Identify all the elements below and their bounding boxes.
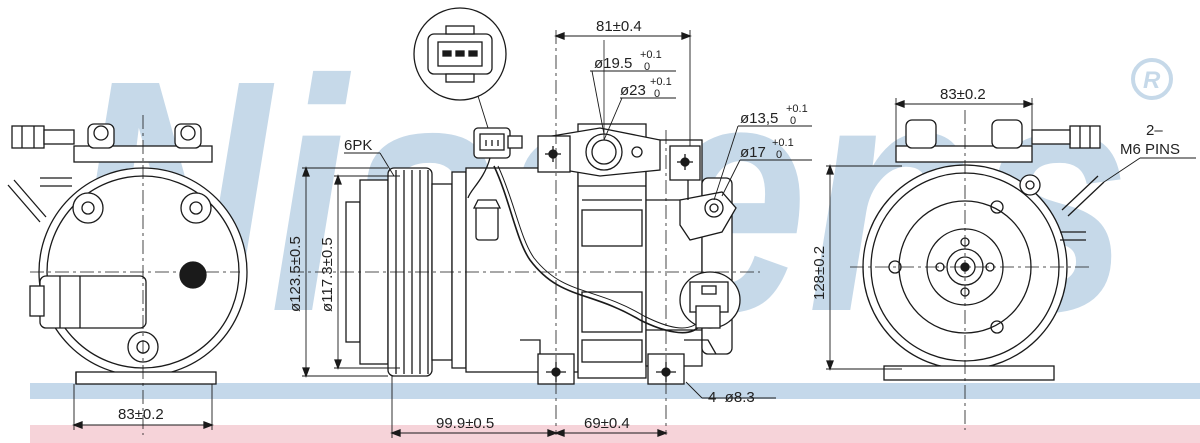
mount-spacing-dim: 69±0.4 <box>584 415 630 432</box>
port-discharge-2-tol: +0.1 <box>772 137 794 149</box>
rear-view <box>826 98 1196 430</box>
mount-holes-label: 4–ø8.3 <box>708 389 755 406</box>
port-suction-2: ø23 <box>620 82 646 99</box>
port-suction-2-tol-low: 0 <box>654 88 660 100</box>
port-suction-1: ø19.5 <box>594 55 632 72</box>
pink-band <box>30 425 1200 443</box>
port-discharge-2-tol-low: 0 <box>776 149 782 161</box>
port-suction-1-tol: +0.1 <box>640 49 662 61</box>
port-suction-2-tol: +0.1 <box>650 76 672 88</box>
pins-label: M6 PINS <box>1120 141 1180 158</box>
pulley-outer-dia: ø123.5±0.5 <box>287 236 304 312</box>
side-view <box>290 30 812 438</box>
registered-mark: R <box>1143 67 1161 94</box>
front-view <box>7 115 248 435</box>
pins-count: 2– <box>1146 122 1163 139</box>
pulley-inner-dia: ø117.3±0.5 <box>319 237 336 312</box>
port-suction-1-tol-low: 0 <box>644 61 650 73</box>
top-dim: 81±0.4 <box>596 18 642 35</box>
connector-callout <box>413 7 507 129</box>
front-width-dim: 83±0.2 <box>118 406 164 423</box>
port-discharge-1-tol-low: 0 <box>790 115 796 127</box>
port-discharge-1-tol: +0.1 <box>786 103 808 115</box>
length-dim: 99.9±0.5 <box>436 415 494 432</box>
belt-label: 6PK <box>344 137 372 154</box>
rear-width-dim: 83±0.2 <box>940 86 986 103</box>
rear-height-dim: 128±0.2 <box>811 246 828 300</box>
blue-band <box>30 383 1200 399</box>
port-discharge-1: ø13,5 <box>740 110 778 127</box>
port-discharge-2: ø17 <box>740 144 766 161</box>
registered-mark-circle <box>1131 58 1173 100</box>
